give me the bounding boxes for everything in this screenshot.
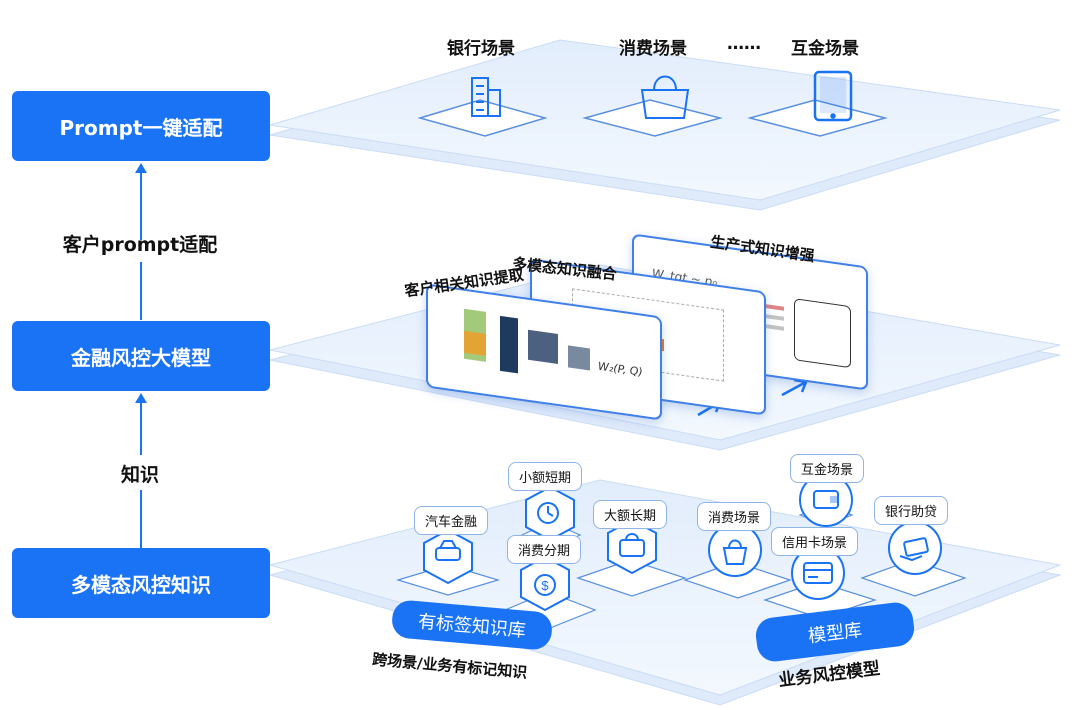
upper-connector-line-lower <box>140 262 142 320</box>
prompt-adapt-box: Prompt一键适配 <box>12 91 270 161</box>
shopping-bag-icon <box>640 75 690 119</box>
lower-arrow-label: 知识 <box>120 464 159 486</box>
money-bag-icon: $ <box>520 555 570 612</box>
card-block-navy <box>500 315 518 374</box>
upper-connector-line <box>140 170 142 240</box>
card-block-navy-3 <box>568 345 590 371</box>
card-cluster-plot <box>794 298 851 369</box>
card-block-orange <box>464 330 486 356</box>
car-icon <box>423 528 473 585</box>
card-hand-icon <box>888 521 942 575</box>
scene-title-internet-finance: 互金场景 <box>791 39 859 59</box>
scene-title-consumer: 消费场景 <box>619 39 687 59</box>
upper-arrow-icon <box>135 163 147 173</box>
callout-consumer-scene: 消费场景 <box>697 502 772 531</box>
shopping-bag-icon <box>708 523 762 577</box>
upper-arrow-label: 客户prompt适配 <box>62 234 218 256</box>
callout-installment: 消费分期 <box>507 535 582 564</box>
handbag-icon <box>607 518 657 575</box>
callout-large-long: 大额长期 <box>593 500 668 529</box>
lower-connector-line <box>140 400 142 455</box>
callout-credit-card: 信用卡场景 <box>771 527 859 556</box>
lower-arrow-icon <box>135 393 147 403</box>
knowledge-box: 多模态风控知识 <box>12 548 270 618</box>
wallet-icon <box>799 473 853 527</box>
scene-ellipsis: …… <box>727 34 761 54</box>
scene-pads <box>417 99 888 137</box>
callout-small-short: 小额短期 <box>508 462 583 491</box>
lower-connector-line-lower <box>140 490 142 548</box>
card-block-navy-2 <box>528 329 558 364</box>
scene-title-bank: 银行场景 <box>447 39 515 59</box>
tablet-icon <box>813 70 853 122</box>
card-formula-1: W₂(P, Q) <box>598 359 643 379</box>
credit-card-icon <box>791 546 845 600</box>
callout-internet-finance: 互金场景 <box>790 454 865 483</box>
callout-auto-finance: 汽车金融 <box>414 506 489 535</box>
risk-model-box: 金融风控大模型 <box>12 321 270 391</box>
svg-text:$: $ <box>541 578 549 593</box>
building-icon <box>471 77 501 117</box>
callout-bank-loan: 银行助贷 <box>874 496 949 525</box>
